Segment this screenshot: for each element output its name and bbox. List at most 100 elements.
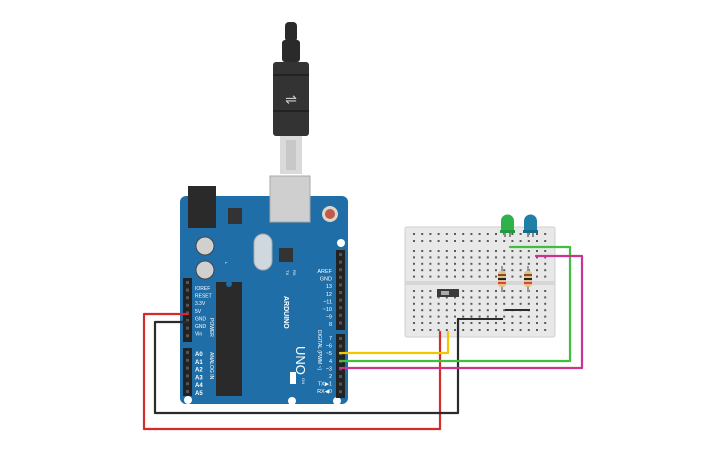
breadboard-hole[interactable] [486,262,489,265]
breadboard-hole[interactable] [519,322,522,324]
breadboard-hole[interactable] [413,322,415,324]
breadboard-hole[interactable] [486,302,489,305]
breadboard-hole[interactable] [519,256,522,259]
breadboard-hole[interactable] [519,240,522,242]
breadboard-hole[interactable] [478,302,481,305]
header-pin[interactable] [186,288,189,292]
breadboard-hole[interactable] [503,302,506,305]
breadboard-hole[interactable] [519,315,522,318]
breadboard-hole[interactable] [503,269,506,272]
breadboard-hole[interactable] [536,290,538,292]
breadboard-hole[interactable] [454,315,456,318]
breadboard-hole[interactable] [437,275,440,278]
breadboard-hole[interactable] [470,250,473,252]
led-green[interactable] [500,214,515,238]
breadboard-hole[interactable] [421,296,424,299]
header-pin[interactable] [186,334,189,338]
breadboard-hole[interactable] [413,262,415,265]
breadboard-hole[interactable] [544,250,547,252]
breadboard-hole[interactable] [470,302,473,305]
breadboard-hole[interactable] [462,329,465,331]
breadboard-hole[interactable] [437,315,440,318]
breadboard-hole[interactable] [536,322,538,324]
breadboard-hole[interactable] [462,302,465,305]
breadboard-hole[interactable] [495,275,497,278]
breadboard-hole[interactable] [413,250,415,252]
breadboard-hole[interactable] [511,296,514,299]
breadboard-hole[interactable] [511,275,514,278]
breadboard-hole[interactable] [454,302,456,305]
breadboard-hole[interactable] [437,233,440,235]
breadboard-hole[interactable] [511,322,514,324]
breadboard-hole[interactable] [478,322,481,324]
breadboard-hole[interactable] [478,240,481,242]
header-pin[interactable] [339,321,342,325]
breadboard-hole[interactable] [511,329,514,331]
breadboard-hole[interactable] [462,290,465,292]
breadboard-hole[interactable] [519,302,522,305]
breadboard-hole[interactable] [429,290,432,292]
breadboard-hole[interactable] [544,302,547,305]
slide-switch[interactable] [437,289,459,297]
led-blue[interactable] [523,214,538,238]
breadboard-hole[interactable] [445,233,448,235]
breadboard-hole[interactable] [421,309,424,312]
header-pin[interactable] [186,374,189,378]
breadboard-hole[interactable] [486,256,489,259]
breadboard-hole[interactable] [462,269,465,272]
breadboard-hole[interactable] [454,329,456,331]
breadboard-hole[interactable] [478,315,481,318]
header-pin[interactable] [186,390,189,393]
breadboard-hole[interactable] [429,269,432,272]
breadboard-hole[interactable] [495,240,497,242]
breadboard-hole[interactable] [527,250,530,252]
breadboard-hole[interactable] [421,315,424,318]
breadboard-hole[interactable] [445,250,448,252]
breadboard-hole[interactable] [495,256,497,259]
breadboard-hole[interactable] [437,240,440,242]
breadboard-hole[interactable] [527,322,530,324]
breadboard-hole[interactable] [462,322,465,324]
breadboard-hole[interactable] [519,262,522,265]
breadboard-hole[interactable] [413,275,415,278]
breadboard-hole[interactable] [445,315,448,318]
breadboard-hole[interactable] [437,322,440,324]
breadboard-hole[interactable] [527,240,530,242]
breadboard-hole[interactable] [478,262,481,265]
breadboard-hole[interactable] [470,262,473,265]
breadboard-hole[interactable] [454,269,456,272]
breadboard-hole[interactable] [413,269,415,272]
breadboard-hole[interactable] [462,256,465,259]
black-gnd-wire[interactable] [153,317,460,415]
breadboard-hole[interactable] [429,262,432,265]
breadboard-hole[interactable] [454,262,456,265]
breadboard-hole[interactable] [536,256,538,259]
breadboard-hole[interactable] [445,322,448,324]
breadboard-hole[interactable] [536,302,538,305]
breadboard-hole[interactable] [519,250,522,252]
breadboard-hole[interactable] [445,302,448,305]
breadboard-hole[interactable] [519,233,522,235]
breadboard-hole[interactable] [470,315,473,318]
breadboard-hole[interactable] [445,240,448,242]
header-pin[interactable] [186,296,189,300]
breadboard-hole[interactable] [536,269,538,272]
breadboard-hole[interactable] [519,296,522,299]
header-pin[interactable] [186,319,189,322]
breadboard-hole[interactable] [478,269,481,272]
breadboard-hole[interactable] [429,256,432,259]
breadboard-hole[interactable] [413,296,415,299]
breadboard-hole[interactable] [536,309,538,312]
breadboard-hole[interactable] [445,256,448,259]
breadboard-hole[interactable] [478,329,481,331]
yellow-pin5-wire[interactable] [338,330,450,355]
breadboard-hole[interactable] [429,275,432,278]
breadboard-hole[interactable] [495,322,497,324]
red-5v-wire[interactable] [142,312,442,431]
header-pin[interactable] [186,366,189,370]
breadboard-hole[interactable] [462,250,465,252]
breadboard-hole[interactable] [462,275,465,278]
breadboard-hole[interactable] [503,250,506,252]
header-pin[interactable] [339,268,342,272]
